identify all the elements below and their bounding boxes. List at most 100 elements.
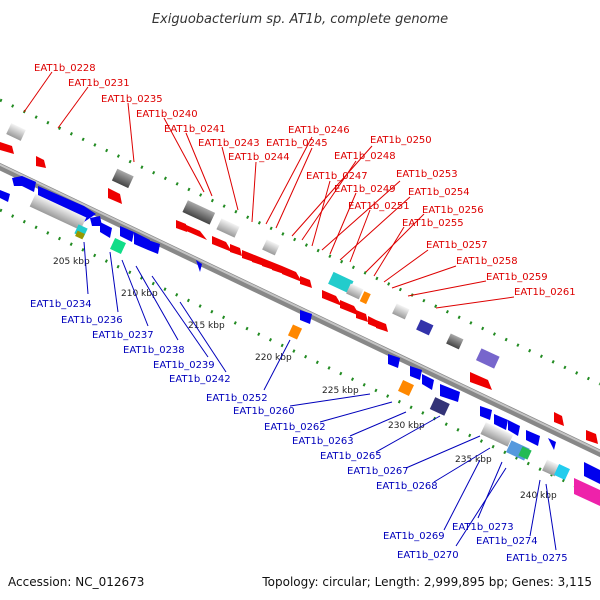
gene-label: EAT1b_0248	[334, 151, 396, 162]
gene-label: EAT1b_0258	[456, 256, 518, 267]
gene-label: EAT1b_0257	[426, 240, 488, 251]
gene-label: EAT1b_0251	[348, 201, 410, 212]
gene-label: EAT1b_0253	[396, 169, 458, 180]
gene-label: EAT1b_0255	[402, 218, 464, 229]
gene-arrow	[548, 438, 556, 450]
gene-block	[75, 230, 85, 240]
gene-arrow	[282, 266, 302, 282]
gene-arrow	[440, 384, 460, 402]
gene-arrow	[410, 366, 422, 380]
gene-block	[480, 422, 514, 447]
gene-block	[398, 380, 414, 396]
gene-label: EAT1b_0267	[347, 466, 409, 477]
map-title: Exiguobacterium sp. AT1b, complete genom…	[152, 12, 448, 27]
gene-label: EAT1b_0241	[164, 124, 226, 135]
kbp-label: 235 kbp	[455, 455, 492, 465]
gene-arrow	[230, 244, 242, 256]
kbp-label: 215 kbp	[188, 321, 225, 331]
gene-arrow	[470, 372, 492, 390]
forward-leader-lines	[23, 71, 515, 309]
kbp-label: 225 kbp	[322, 386, 359, 396]
gene-label: EAT1b_0236	[61, 315, 123, 326]
gene-arrow	[554, 412, 564, 426]
gene-arrow	[300, 310, 312, 324]
gene-arrow	[184, 224, 207, 240]
gene-label: EAT1b_0246	[288, 125, 350, 136]
kbp-label: 240 kbp	[520, 491, 557, 501]
gene-block	[29, 193, 87, 231]
gene-block	[359, 291, 371, 305]
gene-label: EAT1b_0244	[228, 152, 290, 163]
kbp-label: 210 kbp	[121, 289, 158, 299]
gene-label: EAT1b_0243	[198, 138, 260, 149]
gene-label: EAT1b_0249	[334, 184, 396, 195]
gene-arrow	[368, 316, 378, 328]
gene-block	[392, 303, 410, 320]
gene-block	[416, 319, 434, 336]
forward-genes	[0, 123, 598, 444]
gene-label: EAT1b_0238	[123, 345, 185, 356]
gene-block	[262, 239, 280, 256]
gene-label: EAT1b_0242	[169, 374, 231, 385]
gene-arrow	[0, 142, 14, 154]
gene-arrow	[252, 254, 264, 266]
gene-arrow	[584, 462, 600, 484]
gene-arrow	[108, 188, 122, 204]
gene-arrow	[480, 406, 492, 420]
gene-label: EAT1b_0262	[264, 422, 326, 433]
gene-arrow	[0, 190, 10, 202]
reverse-tick-track	[0, 208, 600, 500]
gene-block	[429, 397, 450, 416]
gene-arrow	[12, 176, 24, 186]
gene-arrow	[376, 320, 388, 332]
gene-label: EAT1b_0252	[206, 393, 268, 404]
gene-block	[475, 348, 500, 369]
gene-block	[287, 324, 303, 340]
gene-arrow	[586, 430, 598, 444]
gene-block	[328, 271, 354, 293]
reverse-gene-labels: EAT1b_0234 EAT1b_0236 EAT1b_0237 EAT1b_0…	[30, 241, 568, 564]
gene-label: EAT1b_0250	[370, 135, 432, 146]
gene-arrow	[90, 216, 102, 226]
gene-arrow	[272, 262, 284, 274]
kbp-axis: 205 kbp 210 kbp 215 kbp 220 kbp 225 kbp …	[53, 257, 557, 501]
gene-arrow	[262, 258, 274, 270]
gene-label: EAT1b_0259	[486, 272, 548, 283]
gene-block	[446, 333, 464, 350]
gene-label: EAT1b_0231	[68, 78, 130, 89]
kbp-label: 230 kbp	[388, 421, 425, 431]
gene-block	[346, 283, 364, 300]
gene-arrow	[526, 430, 540, 446]
gene-arrow	[300, 276, 312, 288]
gene-label: EAT1b_0273	[452, 522, 514, 533]
forward-gene-labels: EAT1b_0228 EAT1b_0231 EAT1b_0235 EAT1b_0…	[23, 63, 576, 309]
gene-label: EAT1b_0228	[34, 63, 96, 74]
gene-arrow	[134, 232, 150, 250]
gene-label: EAT1b_0261	[514, 287, 576, 298]
gene-label: EAT1b_0240	[136, 109, 198, 120]
kbp-label: 220 kbp	[255, 353, 292, 363]
topology-text: Topology: circular; Length: 2,999,895 bp…	[261, 575, 592, 589]
gene-arrow	[148, 240, 160, 254]
reverse-leader-lines	[83, 241, 557, 551]
gene-arrow	[356, 310, 368, 322]
gene-block	[518, 446, 532, 460]
gene-arrow	[212, 236, 232, 252]
reverse-genes	[0, 176, 600, 506]
gene-label: EAT1b_0234	[30, 299, 92, 310]
gene-arrow	[494, 414, 508, 430]
gene-label: EAT1b_0269	[383, 531, 445, 542]
gene-block	[216, 218, 240, 238]
gene-label: EAT1b_0275	[506, 553, 568, 564]
gene-arrow	[22, 176, 36, 192]
gene-block	[111, 168, 134, 189]
gene-arrow	[100, 222, 112, 238]
gene-arrow	[36, 156, 46, 168]
gene-arrow	[38, 186, 96, 222]
gene-label: EAT1b_0263	[292, 436, 354, 447]
gene-label: EAT1b_0237	[92, 330, 154, 341]
gene-label: EAT1b_0265	[320, 451, 382, 462]
gene-label: EAT1b_0268	[376, 481, 438, 492]
gene-arrow	[196, 260, 202, 272]
